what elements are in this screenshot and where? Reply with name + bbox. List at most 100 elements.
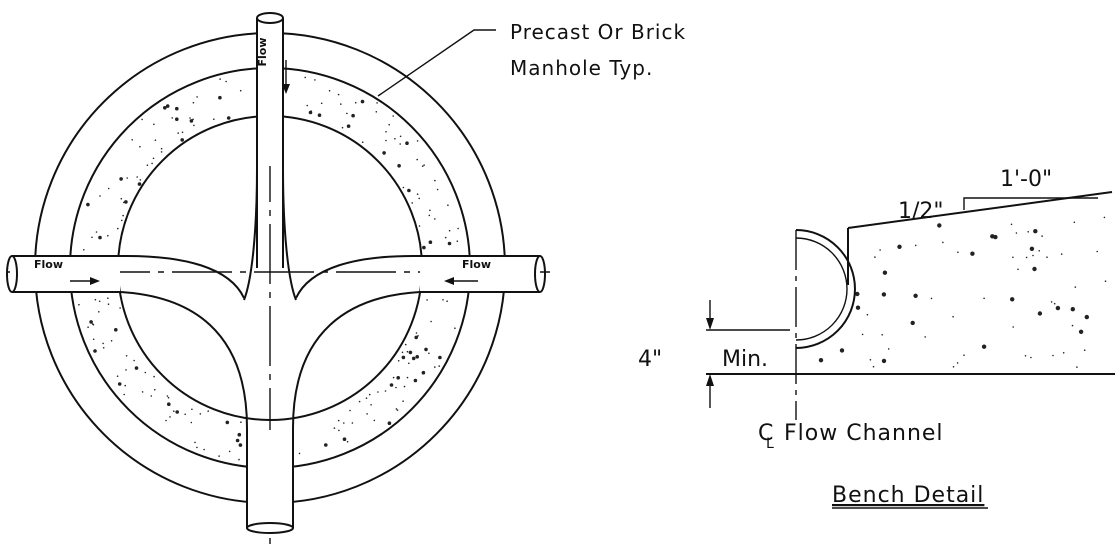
stipple-dot xyxy=(166,395,169,397)
bench-detail: 1/2" 1'-0" 4" Min. C L Flow Channel Benc… xyxy=(638,167,1115,509)
stipple-dot xyxy=(123,393,125,396)
slope-rise-label: 1/2" xyxy=(898,199,944,224)
stipple-dot xyxy=(310,110,312,112)
stipple-dot xyxy=(116,375,119,378)
stipple-dot xyxy=(314,79,316,81)
min-depth-arrowhead-bottom xyxy=(706,374,714,386)
stipple-dot xyxy=(219,78,221,80)
stipple-dot xyxy=(192,118,194,121)
stipple-dot xyxy=(402,400,404,403)
callout-text-line1: Precast Or Brick xyxy=(510,20,686,44)
stipple-dot xyxy=(181,131,184,134)
stipple-dot xyxy=(1084,314,1090,320)
stipple-dot xyxy=(95,231,98,233)
channel-semicircle-inner xyxy=(795,237,848,341)
stipple-dot xyxy=(98,300,101,303)
stipple-dot xyxy=(317,113,322,117)
stipple-dot xyxy=(89,320,93,324)
stipple-dot xyxy=(91,236,93,239)
stipple-dot xyxy=(361,141,364,143)
stipple-dot xyxy=(124,200,128,204)
stipple-dot xyxy=(196,96,198,98)
stipple-dot xyxy=(121,219,123,222)
stipple-dot xyxy=(225,80,227,83)
stipple-dot xyxy=(897,244,902,249)
stipple-dot xyxy=(866,313,869,316)
stipple-dot xyxy=(869,359,872,361)
stipple-dot xyxy=(163,106,167,110)
stipple-dot xyxy=(1096,250,1098,253)
stipple-dot xyxy=(110,340,113,342)
stipple-dot xyxy=(416,140,419,142)
stipple-dot xyxy=(99,195,101,197)
stipple-dot xyxy=(1071,324,1074,327)
stipple-dot xyxy=(306,104,309,107)
stipple-dot xyxy=(154,139,157,141)
stipple-dot xyxy=(418,225,421,227)
stipple-dot xyxy=(881,358,887,364)
stipple-dot xyxy=(125,355,128,357)
stipple-dot xyxy=(107,187,110,190)
stipple-dot xyxy=(337,419,340,422)
stipple-dot xyxy=(238,443,243,447)
stipple-dot xyxy=(406,350,409,353)
stipple-dot xyxy=(102,342,104,345)
stipple-dot xyxy=(1074,286,1077,288)
stipple-dot xyxy=(218,455,220,457)
stipple-dot xyxy=(872,365,875,368)
stipple-dot xyxy=(119,177,123,181)
stipple-dot xyxy=(1025,256,1028,259)
stipple-dot xyxy=(910,320,915,326)
stipple-dot xyxy=(136,176,138,178)
stipple-dot xyxy=(881,292,887,297)
stipple-dot xyxy=(165,104,170,108)
stipple-dot xyxy=(1046,256,1048,259)
stipple-dot xyxy=(346,112,348,115)
stipple-dot xyxy=(394,138,396,140)
stipple-dot xyxy=(399,135,402,138)
stipple-dot xyxy=(119,307,121,309)
stipple-dot xyxy=(153,375,155,378)
stipple-dot xyxy=(213,118,215,120)
stipple-dot xyxy=(382,151,386,155)
stipple-dot xyxy=(1037,311,1043,316)
stipple-dot xyxy=(152,157,155,160)
stipple-dot xyxy=(956,362,959,364)
stipple-dot xyxy=(120,197,123,200)
slope-run-label: 1'-0" xyxy=(1000,167,1052,192)
stipple-dot xyxy=(1060,253,1063,255)
stipple-dot xyxy=(447,204,449,206)
stipple-dot xyxy=(434,218,436,220)
stipple-dot xyxy=(134,366,139,370)
stipple-dot xyxy=(86,202,90,207)
stipple-dot xyxy=(154,388,156,391)
stipple-dot xyxy=(218,95,222,100)
stipple-dot xyxy=(324,443,328,447)
stipple-dot xyxy=(447,241,452,246)
stipple-dot xyxy=(1012,256,1014,259)
stipple-dot xyxy=(338,429,340,432)
stipple-dot xyxy=(415,355,420,359)
west-flow-arrowhead xyxy=(90,277,100,285)
stipple-dot xyxy=(346,440,349,443)
stipple-dot xyxy=(141,391,144,393)
stipple-dot xyxy=(207,410,209,412)
stipple-dot xyxy=(98,311,100,313)
stipple-dot xyxy=(139,179,142,181)
bench-concrete-stipple xyxy=(818,216,1107,368)
stipple-dot xyxy=(952,366,955,368)
stipple-dot xyxy=(340,103,342,105)
stipple-dot xyxy=(446,300,448,303)
stipple-dot xyxy=(117,227,119,230)
min-depth-arrowhead-top xyxy=(706,318,714,330)
stipple-dots xyxy=(78,76,459,461)
stipple-dot xyxy=(358,400,361,403)
stipple-dot xyxy=(448,229,451,232)
stipple-dot xyxy=(92,338,95,341)
stipple-dot xyxy=(341,126,344,129)
stipple-dot xyxy=(94,298,97,301)
stipple-dot xyxy=(137,182,142,186)
stipple-dot xyxy=(160,151,163,153)
stipple-dot xyxy=(1027,231,1029,233)
stipple-dot xyxy=(913,293,918,298)
